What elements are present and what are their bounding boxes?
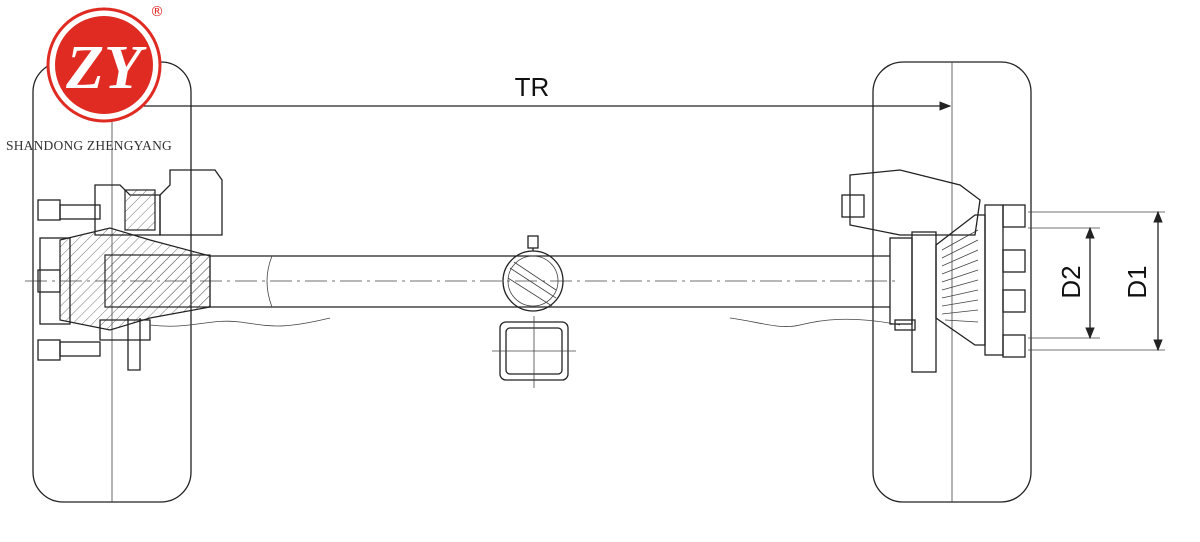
right-hub-assembly [729, 169, 1026, 373]
registered-mark: ® [150, 4, 164, 20]
logo-monogram: ZY [65, 34, 147, 102]
track-label: TR [515, 72, 550, 102]
d2-label: D2 [1056, 265, 1086, 298]
d1-label: D1 [1122, 265, 1152, 298]
company-logo: ZY ® [46, 4, 164, 123]
round-tube-section [502, 235, 564, 312]
left-hub-assembly [37, 169, 331, 371]
company-name: SHANDONG ZHENGYANG [6, 138, 172, 153]
d1-dimension [1028, 210, 1165, 352]
square-tube-section [492, 316, 576, 388]
d2-dimension [1028, 226, 1100, 340]
